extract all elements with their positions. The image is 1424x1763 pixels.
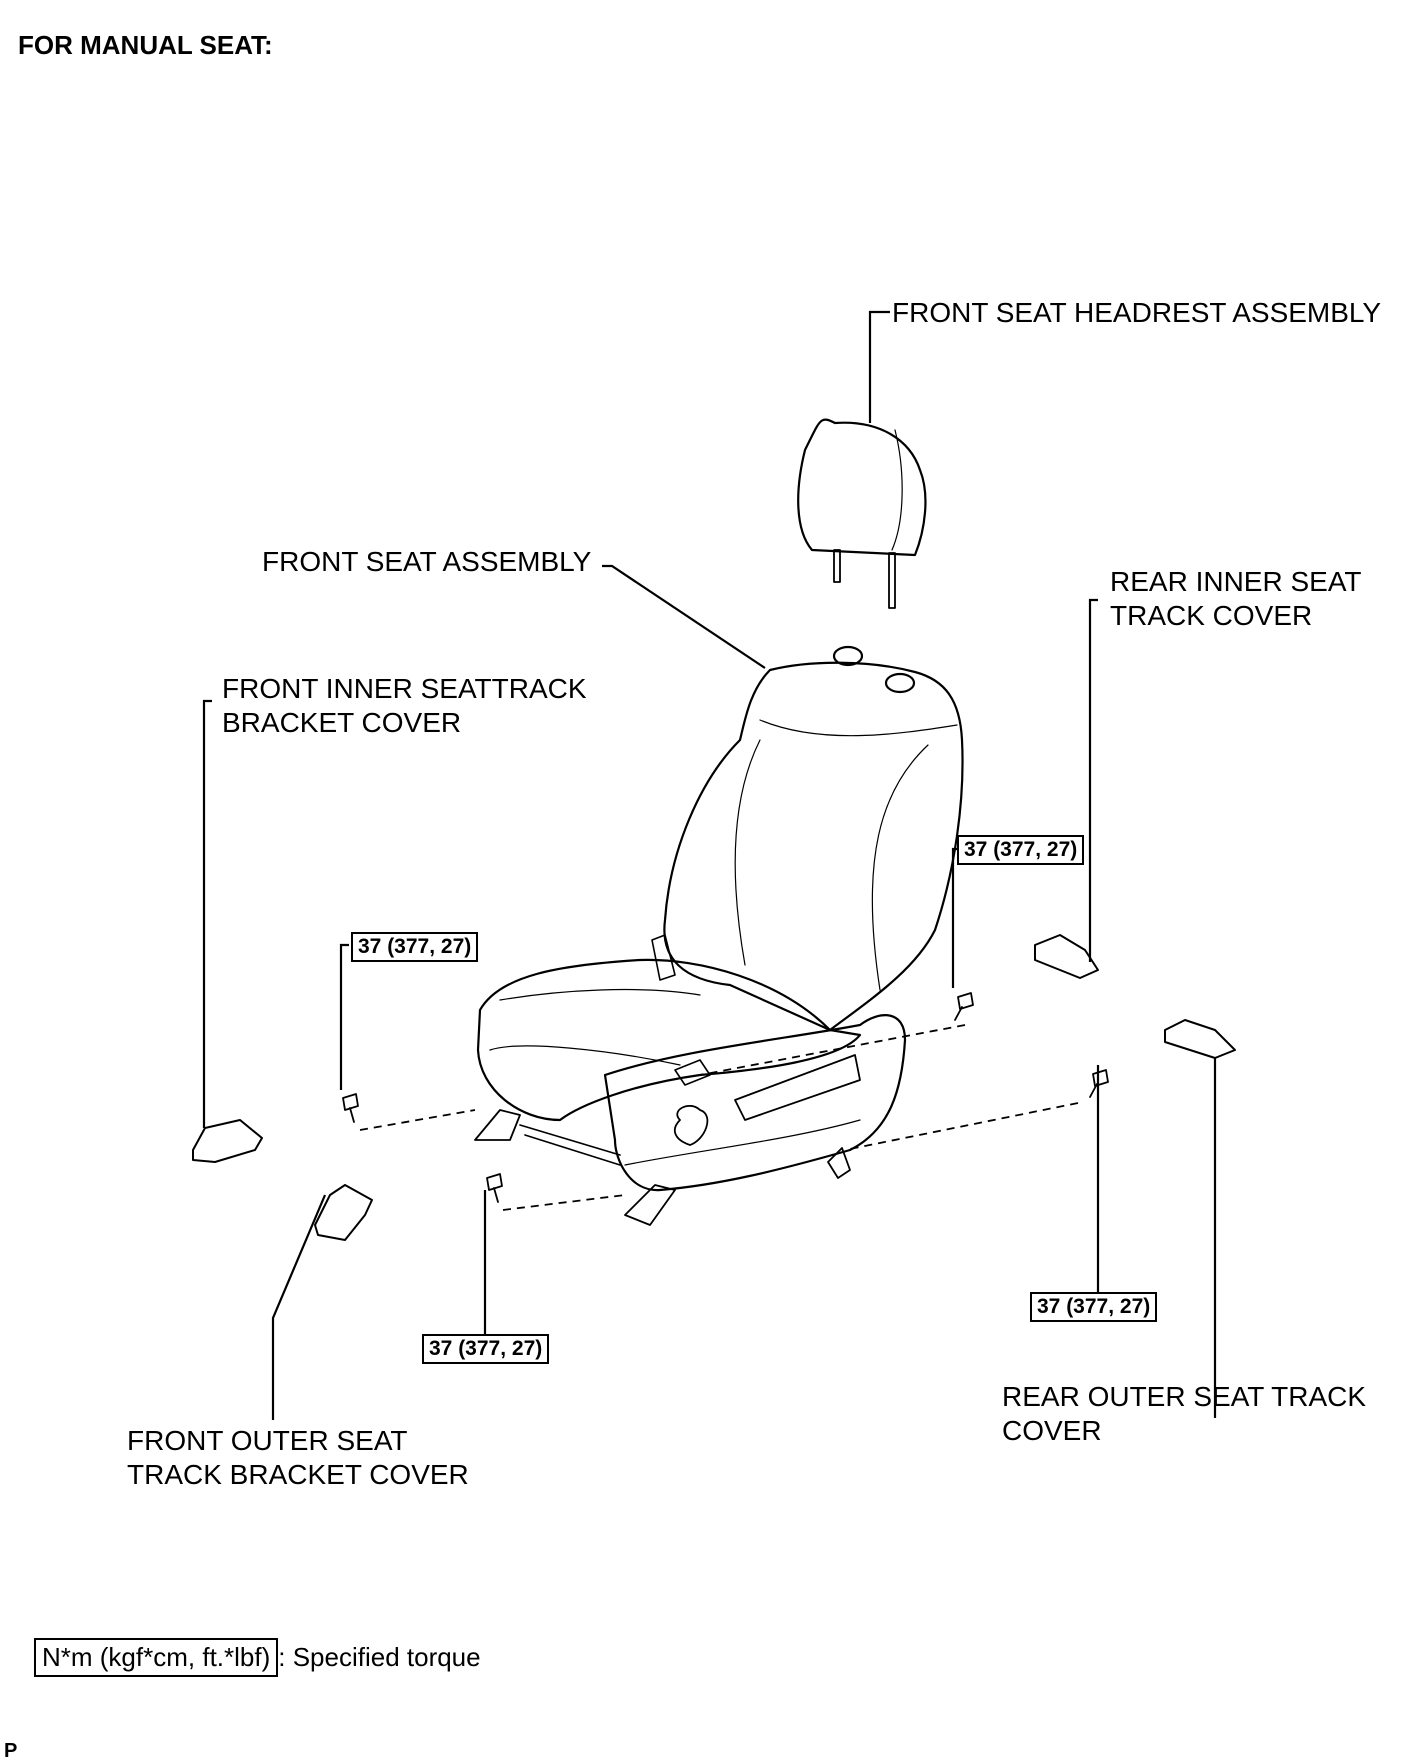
rear-inner-cover-label-line2: TRACK COVER bbox=[1110, 600, 1313, 631]
bolt-drawings bbox=[342, 992, 1109, 1203]
headrest-drawing bbox=[797, 418, 927, 609]
torque-rear-inner-bolt: 37 (377, 27) bbox=[957, 835, 1085, 865]
cover-drawings bbox=[192, 934, 1236, 1241]
front-inner-cover-label: FRONT INNER SEATTRACK BRACKET COVER bbox=[222, 672, 587, 740]
page-mark: P bbox=[4, 1740, 18, 1762]
rear-inner-cover-label: REAR INNER SEAT TRACK COVER bbox=[1110, 565, 1362, 633]
front-outer-cover-label: FRONT OUTER SEAT TRACK BRACKET COVER bbox=[127, 1424, 469, 1492]
front-inner-cover-label-line1: FRONT INNER SEATTRACK bbox=[222, 673, 587, 704]
seat-assembly-label: FRONT SEAT ASSEMBLY bbox=[262, 546, 592, 577]
rear-outer-cover-label-line1: REAR OUTER SEAT TRACK bbox=[1002, 1381, 1367, 1412]
rear-outer-cover-label: REAR OUTER SEAT TRACK COVER bbox=[1002, 1380, 1366, 1448]
torque-front-outer-bolt: 37 (377, 27) bbox=[422, 1334, 550, 1364]
rear-outer-cover-label-line2: COVER bbox=[1002, 1415, 1102, 1446]
seat-track-drawing bbox=[474, 1059, 851, 1226]
torque-legend-description: : Specified torque bbox=[278, 1642, 481, 1672]
torque-legend: N*m (kgf*cm, ft.*lbf): Specified torque bbox=[34, 1638, 481, 1677]
torque-legend-units: N*m (kgf*cm, ft.*lbf) bbox=[34, 1638, 279, 1677]
front-inner-cover-label-line2: BRACKET COVER bbox=[222, 707, 462, 738]
headrest-label: FRONT SEAT HEADREST ASSEMBLY bbox=[892, 297, 1382, 328]
page-heading: FOR MANUAL SEAT: bbox=[18, 30, 273, 60]
front-outer-cover-label-line1: FRONT OUTER SEAT bbox=[127, 1425, 408, 1456]
torque-front-inner-bolt: 37 (377, 27) bbox=[351, 932, 479, 962]
seatback-drawing bbox=[651, 645, 964, 1032]
leader-lines bbox=[202, 310, 1217, 1420]
rear-inner-cover-label-line1: REAR INNER SEAT bbox=[1110, 566, 1362, 597]
bolt-alignment-lines bbox=[359, 1024, 1079, 1211]
torque-rear-outer-bolt: 37 (377, 27) bbox=[1030, 1292, 1158, 1322]
front-outer-cover-label-line2: TRACK BRACKET COVER bbox=[127, 1459, 469, 1490]
seat-cushion-drawing bbox=[476, 958, 907, 1192]
